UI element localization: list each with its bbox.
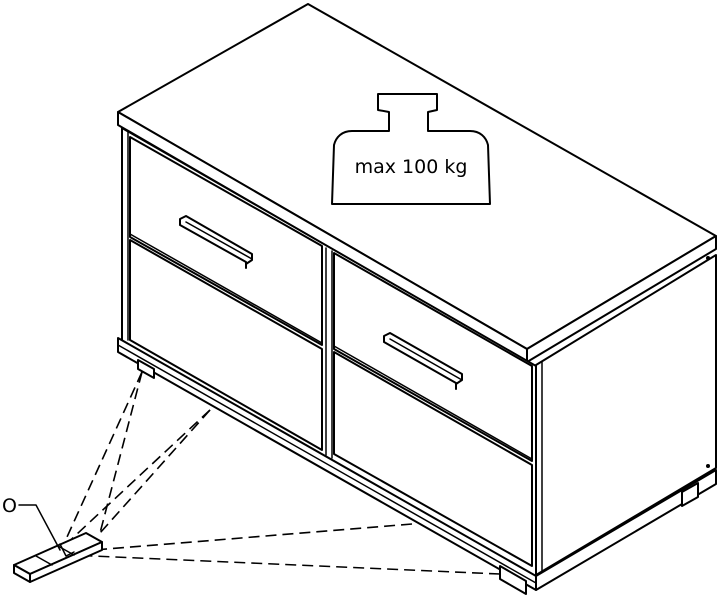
weight-limit-label: max 100 kg <box>355 156 468 178</box>
drawer-bottom-left <box>129 233 323 451</box>
drawer-top-left <box>129 136 323 346</box>
part-label: O <box>2 495 17 517</box>
part-callout: O <box>2 495 61 551</box>
max-weight-icon: max 100 kg <box>331 93 491 205</box>
drawer-bottom-right <box>333 345 533 567</box>
drawer-top-right <box>333 252 533 462</box>
foot-center-front <box>499 565 527 595</box>
cabinet-plinth <box>117 337 717 595</box>
foot-right-back <box>681 482 699 507</box>
foot-left-front <box>137 359 155 379</box>
leveling-shim <box>13 532 103 583</box>
guide-lines <box>61 371 501 575</box>
